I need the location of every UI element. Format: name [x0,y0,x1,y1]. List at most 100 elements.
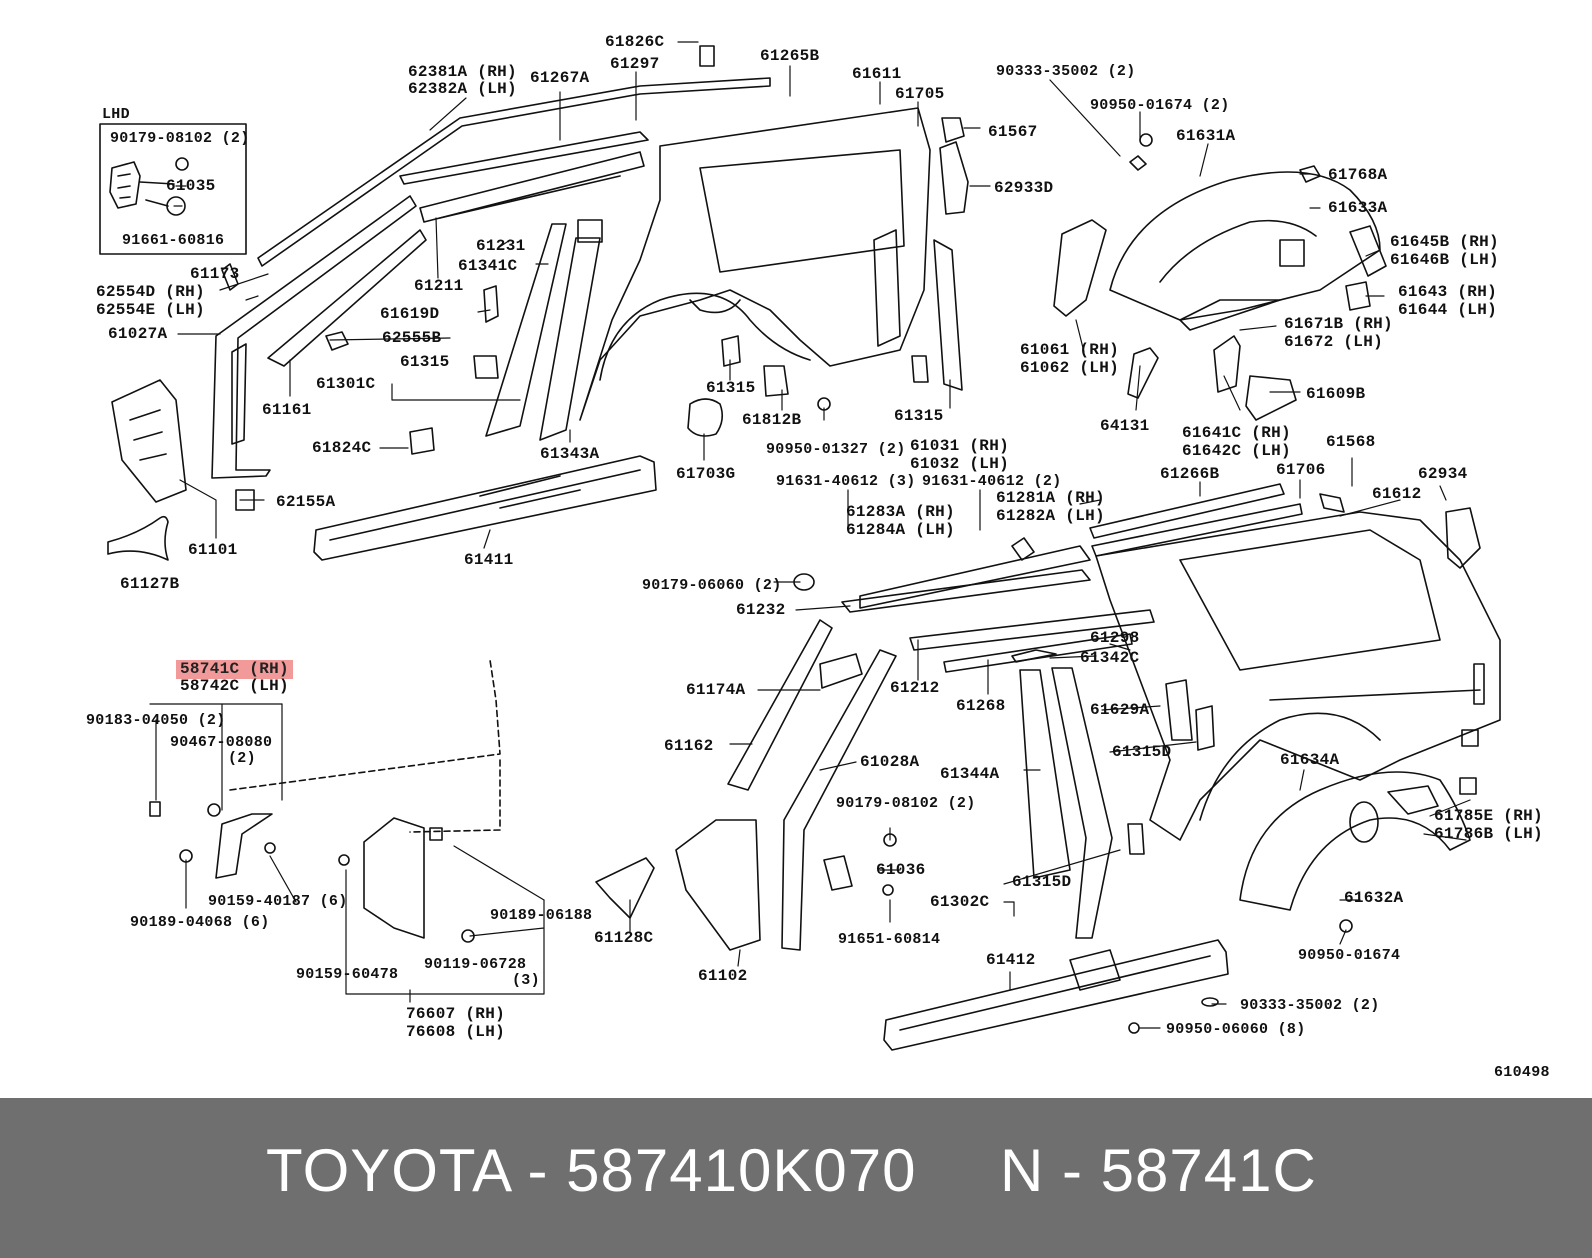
reference-number-text: N - 58741C [1000,1137,1317,1204]
mudflap-area [149,659,501,943]
part-label-61619d: 61619D [380,305,440,323]
part-label-61629a: 61629A [1090,701,1150,719]
part-label-61412: 61412 [986,951,1036,969]
part-label-61672: 61672 (LH) [1284,333,1384,351]
part-label-61032: 61032 (LH) [910,455,1010,473]
wheel-arch-right [1239,771,1477,933]
part-info-footer: TOYOTA - 587410K070 N - 58741C [0,1098,1592,1258]
leader-lines [149,41,1471,1029]
part-label-61162: 61162 [664,737,714,755]
part-label-61315-c: 61315 [894,407,944,425]
part-label-61101: 61101 [188,541,238,559]
part-label-61645b: 61645B (RH) [1390,233,1499,251]
part-label-62382a: 62382A (LH) [408,80,517,98]
part-label-90467-08080: 90467-08080 [170,734,273,751]
part-label-61826c: 61826C [605,33,665,51]
part-label-62934: 62934 [1418,465,1468,483]
part-label-61344a: 61344A [940,765,1000,783]
part-label-61027a: 61027A [108,325,168,343]
part-label-61031: 61031 (RH) [910,437,1010,455]
part-label-90183-04050: 90183-04050 (2) [86,712,226,729]
part-label-90179-08102-right: 90179-08102 (2) [836,795,976,812]
part-label-61631a: 61631A [1176,127,1236,145]
part-label-61036: 61036 [876,861,926,879]
part-label-61127b: 61127B [120,575,180,593]
part-label-61062: 61062 (LH) [1020,359,1120,377]
part-label-61341c: 61341C [458,257,518,275]
part-label-61315d-b: 61315D [1012,873,1072,891]
part-label-61641c: 61641C (RH) [1182,424,1291,442]
part-label-61644: 61644 (LH) [1398,301,1498,319]
part-label-61283a: 61283A (RH) [846,503,955,521]
diagram-drawing [99,41,1501,1051]
part-label-91651-60814: 91651-60814 [838,931,941,948]
part-label-61268: 61268 [956,697,1006,715]
part-label-61061: 61061 (RH) [1020,341,1120,359]
part-label-61211: 61211 [414,277,464,295]
part-label-61634a: 61634A [1280,751,1340,769]
quarter-panel-right [1095,511,1501,841]
part-label-61315-a: 61315 [400,353,450,371]
part-label-91631-40612-3: 91631-40612 (3) [776,473,916,490]
roof-rails-right [793,483,1481,673]
part-label-91661-60816: 91661-60816 [122,232,225,249]
part-label-61633a: 61633A [1328,199,1388,217]
part-label-61028a: 61028A [860,753,920,771]
part-label-61298: 61298 [1090,629,1140,647]
rocker-panel-left [313,455,657,561]
center-pillar-left [485,219,603,441]
part-label-90159-60478: 90159-60478 [296,966,399,983]
part-label-61035: 61035 [166,177,216,195]
part-label-61281a: 61281A (RH) [996,489,1105,507]
part-label-61609b: 61609B [1306,385,1366,403]
part-label-90179-06060: 90179-06060 (2) [642,577,782,594]
part-label-61284a: 61284A (LH) [846,521,955,539]
part-label-61643: 61643 (RH) [1398,283,1498,301]
part-label-61128c: 61128C [594,929,654,947]
lhd-inset-box [99,123,247,255]
part-label-90467-08080-qty: (2) [228,750,256,767]
part-label-61266b: 61266B [1160,465,1220,483]
part-label-90189-06188: 90189-06188 [490,907,593,924]
quarter-panel-left [579,107,931,437]
part-label-91631-40612-2: 91631-40612 (2) [922,473,1062,490]
part-label-61768a: 61768A [1328,166,1388,184]
part-label-61265b: 61265B [760,47,820,65]
rear-pillars-left [873,117,969,391]
lhd-bracket-part [109,157,189,216]
part-label-62933d: 62933D [994,179,1054,197]
part-label-61231: 61231 [476,237,526,255]
part-label-90950-06060: 90950-06060 (8) [1166,1021,1306,1038]
part-label-64131: 64131 [1100,417,1150,435]
part-label-61343a: 61343A [540,445,600,463]
roof-rails [257,45,771,267]
part-label-90950-01674-bottom: 90950-01674 [1298,947,1401,964]
part-label-62155a: 62155A [276,493,336,511]
part-label-58742c: 58742C (LH) [180,677,289,695]
part-label-61785e: 61785E (RH) [1434,807,1543,825]
part-label-61567: 61567 [988,123,1038,141]
part-label-61174a: 61174A [686,681,746,699]
part-label-76608: 76608 (LH) [406,1023,506,1041]
part-label-90119-06728-qty: (3) [512,972,540,989]
lhd-label: LHD [102,106,130,123]
part-label-61812b: 61812B [742,411,802,429]
part-label-61642c: 61642C (LH) [1182,442,1291,460]
part-label-62555b: 62555B [382,329,442,347]
part-label-61611: 61611 [852,65,902,83]
part-label-61302c: 61302C [930,893,990,911]
part-label-61824c: 61824C [312,439,372,457]
part-label-61173: 61173 [190,265,240,283]
pillars-right [595,619,1145,951]
part-label-76607: 76607 (RH) [406,1005,506,1023]
part-label-61706: 61706 [1276,461,1326,479]
part-label-90333-35002-bottom: 90333-35002 (2) [1240,997,1380,1014]
part-label-62554e: 62554E (LH) [96,301,205,319]
part-label-61297: 61297 [610,55,660,73]
part-label-90119-06728: 90119-06728 [424,956,527,973]
part-label-90159-40187: 90159-40187 (6) [208,893,348,910]
part-label-62554d: 62554D (RH) [96,283,205,301]
part-label-61705: 61705 [895,85,945,103]
part-label-61102: 61102 [698,967,748,985]
part-label-61646b: 61646B (LH) [1390,251,1499,269]
